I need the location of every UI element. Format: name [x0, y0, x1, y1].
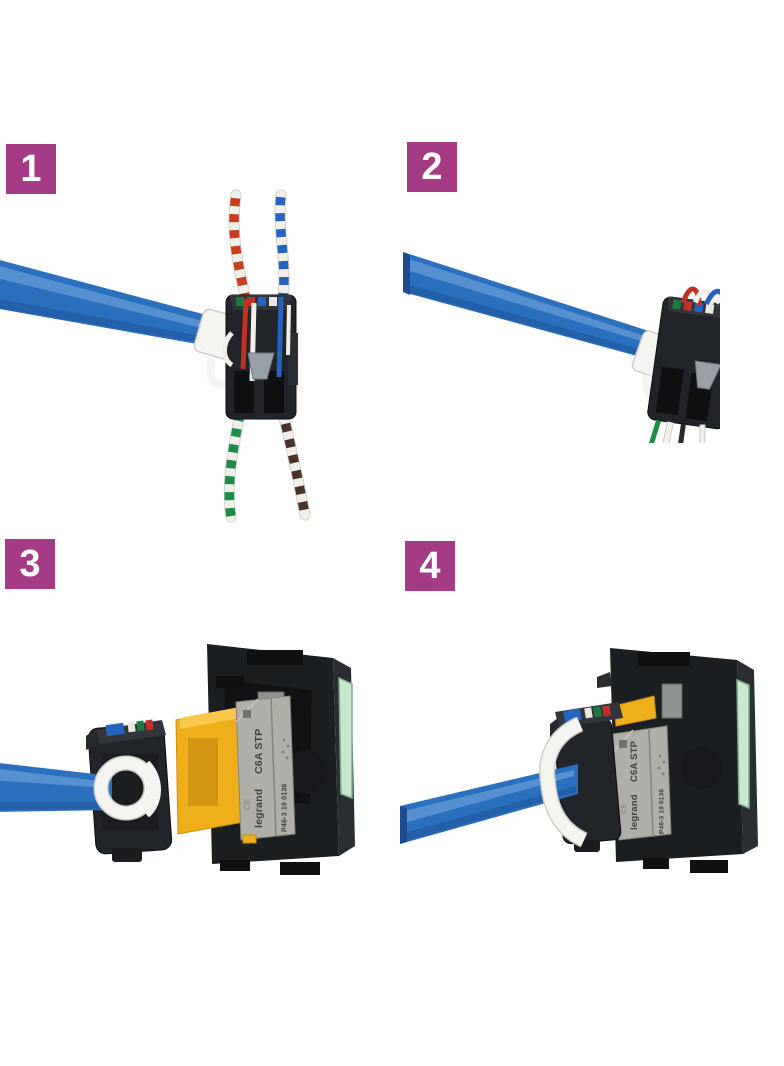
reference-label: P46-3 19 0136 — [659, 789, 666, 834]
wiring-code-mark-green — [593, 706, 602, 718]
cable-cut-end — [403, 252, 410, 295]
reference-label: P46-3 19 0136 — [282, 783, 289, 832]
wiring-code-mark-green — [672, 299, 682, 310]
punched-wire-red — [240, 298, 249, 370]
trimmed-wire-white — [662, 421, 673, 443]
rj45-socket-yellow — [175, 707, 245, 835]
step-4-badge: 4 — [405, 541, 455, 591]
twisted-pair-orange-white — [228, 189, 252, 307]
network-cable — [403, 252, 655, 361]
bent-wire-white — [693, 288, 714, 305]
network-cable — [400, 764, 578, 844]
wiring-code-mark-green — [236, 297, 244, 306]
label-window-green — [338, 676, 353, 800]
keystone-connector — [647, 286, 720, 443]
ce-mark: CE — [619, 804, 628, 814]
shielded-socket: legrand C6A STP P46-3 19 0136 CE — [612, 725, 672, 841]
wiring-code-mark-blue — [105, 722, 125, 737]
twisted-pair-brown-white — [277, 407, 311, 521]
wiring-code-mark-blue — [258, 297, 266, 306]
step-4-photo: legrand C6A STP P46-3 19 0136 CE — [400, 648, 758, 873]
wiring-code-mark-red — [145, 719, 154, 731]
cable-cut-end — [400, 806, 407, 844]
step-1-photo — [0, 189, 311, 523]
rj45-socket-yellow — [613, 695, 657, 727]
step-2-badge: 2 — [407, 142, 457, 192]
trimmed-wire-dark — [677, 423, 686, 443]
wiring-code-mark-red — [247, 297, 255, 306]
cable-wedge — [247, 352, 275, 380]
step-3-badge: 3 — [5, 539, 55, 589]
brand-label: legrand — [629, 794, 640, 830]
frame-clip — [597, 672, 612, 688]
wiring-code-mark-white — [705, 304, 715, 315]
punched-wire-blue — [276, 296, 284, 378]
step-2-photo — [403, 252, 720, 443]
label-window-green — [736, 678, 750, 810]
trimmed-wire-green — [648, 419, 662, 443]
twisted-pair-green-white — [223, 407, 246, 523]
bent-wire-blue — [704, 288, 720, 307]
twisted-pair-blue-white — [274, 189, 290, 303]
step-1-badge: 1 — [6, 144, 56, 194]
ce-mark: CE — [243, 798, 252, 810]
wiring-code-mark-white — [269, 297, 277, 306]
brand-label: legrand — [253, 789, 265, 828]
model-label: C6A STP — [629, 740, 640, 782]
step-3-photo: legrand C6A STP P46-3 19 0136 CE — [0, 644, 355, 875]
wiring-code-mark-green — [136, 720, 145, 732]
keystone-connector — [222, 294, 298, 420]
shielded-socket: legrand C6A STP P46-3 19 0136 CE — [235, 695, 296, 844]
cable-holder-ring — [539, 716, 588, 848]
network-cable — [0, 763, 112, 812]
wiring-code-mark-white — [127, 721, 136, 733]
network-cable — [0, 260, 214, 347]
cable-holder-ring — [93, 755, 161, 821]
wiring-code-mark-red — [602, 705, 611, 717]
cable-wedge — [694, 360, 720, 390]
wiring-code-mark-white — [584, 707, 593, 719]
frame-contact-bracket — [661, 683, 683, 719]
model-label: C6A STP — [253, 729, 265, 774]
